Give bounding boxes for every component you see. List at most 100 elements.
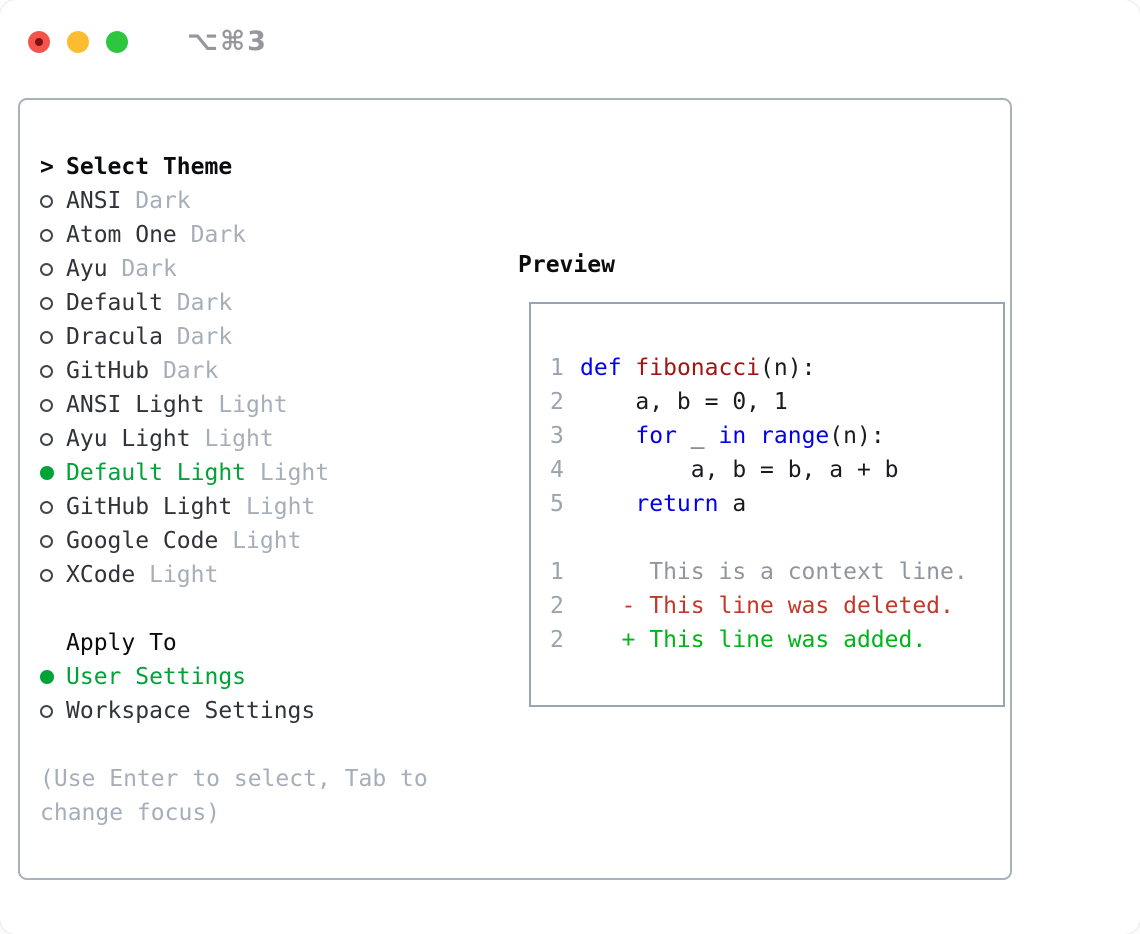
radio-slot bbox=[40, 262, 66, 276]
radio-slot bbox=[40, 398, 66, 412]
radio-selected-icon bbox=[40, 466, 54, 480]
radio-icon bbox=[40, 398, 53, 412]
radio-slot bbox=[40, 364, 66, 378]
theme-option-label: ANSI Dark bbox=[66, 188, 191, 214]
theme-name: Ayu Light bbox=[66, 426, 191, 452]
code-token: def bbox=[580, 355, 622, 381]
radio-slot bbox=[40, 466, 66, 480]
diff-line: 1 This is a context line. bbox=[550, 555, 968, 589]
code-token: for bbox=[635, 423, 677, 449]
theme-option[interactable]: Default Dark bbox=[40, 286, 484, 320]
radio-slot bbox=[40, 704, 66, 718]
line-number: 5 bbox=[550, 491, 564, 517]
theme-name: Default Light bbox=[66, 460, 247, 486]
radio-icon bbox=[40, 194, 53, 208]
theme-option-label: Atom One Dark bbox=[66, 222, 246, 248]
radio-slot bbox=[40, 330, 66, 344]
diff-line: 2 + This line was added. bbox=[550, 623, 968, 657]
line-number: 1 bbox=[550, 355, 564, 381]
theme-variant: Dark bbox=[176, 290, 233, 316]
code-token: in bbox=[718, 423, 747, 449]
theme-variant: Dark bbox=[121, 256, 177, 282]
titlebar: ⌥⌘3 bbox=[28, 26, 268, 57]
code-token: fibonacci bbox=[635, 355, 761, 381]
code-token bbox=[622, 355, 636, 381]
theme-option[interactable]: Ayu Dark bbox=[40, 252, 484, 286]
theme-variant: Light bbox=[232, 528, 302, 554]
code-token: _ bbox=[676, 423, 719, 449]
theme-option[interactable]: Default Light Light bbox=[40, 456, 484, 490]
diff-text: + This line was added. bbox=[580, 627, 927, 653]
code-token: (n): bbox=[760, 355, 816, 381]
theme-option-label: ANSI Light Light bbox=[66, 392, 288, 418]
help-text: (Use Enter to select, Tab to change focu… bbox=[40, 766, 428, 826]
radio-icon bbox=[40, 228, 53, 242]
theme-option[interactable]: XCode Light bbox=[40, 558, 484, 592]
theme-option[interactable]: Dracula Dark bbox=[40, 320, 484, 354]
preview-title: Preview bbox=[518, 252, 615, 278]
apply-to-option-label: User Settings bbox=[66, 664, 247, 690]
spacer bbox=[40, 592, 484, 626]
apply-to-title: Apply To bbox=[66, 630, 177, 656]
theme-option-label: XCode Light bbox=[66, 562, 218, 588]
radio-icon bbox=[40, 262, 53, 276]
apply-to-header: Apply To bbox=[40, 626, 484, 660]
theme-option[interactable]: GitHub Dark bbox=[40, 354, 484, 388]
theme-option-label: Google Code Light bbox=[66, 528, 301, 554]
blank-line bbox=[550, 521, 968, 555]
code-token: a, b = 0, 1 bbox=[580, 389, 788, 415]
theme-option-label: Ayu Light Light bbox=[66, 426, 274, 452]
theme-name: Google Code bbox=[66, 528, 219, 554]
theme-option[interactable]: ANSI Light Light bbox=[40, 388, 484, 422]
theme-variant: Light bbox=[149, 562, 219, 588]
diff-text: - This line was deleted. bbox=[580, 593, 954, 619]
header-pointer-slot: > bbox=[40, 154, 66, 180]
radio-slot bbox=[40, 296, 66, 310]
code-line: 2 a, b = 0, 1 bbox=[550, 385, 968, 419]
theme-variant: Light bbox=[246, 494, 316, 520]
zoom-button-icon[interactable] bbox=[106, 30, 128, 53]
apply-to-option[interactable]: Workspace Settings bbox=[40, 694, 484, 728]
theme-option-label: Default Light Light bbox=[66, 460, 329, 486]
radio-slot bbox=[40, 500, 66, 514]
radio-slot bbox=[40, 534, 66, 548]
code-token: (n): bbox=[829, 423, 885, 449]
code-token: range bbox=[760, 423, 830, 449]
radio-icon bbox=[40, 500, 53, 514]
minimize-button-icon[interactable] bbox=[67, 30, 89, 53]
radio-selected-icon bbox=[40, 670, 54, 684]
theme-name: Default bbox=[66, 290, 163, 316]
select-theme-title: Select Theme bbox=[66, 154, 233, 180]
code-line: 1 def fibonacci(n): bbox=[550, 351, 968, 385]
radio-icon bbox=[40, 296, 53, 310]
code-token bbox=[580, 491, 635, 517]
theme-option[interactable]: GitHub Light Light bbox=[40, 490, 484, 524]
apply-to-option[interactable]: User Settings bbox=[40, 660, 484, 694]
close-button-icon[interactable] bbox=[28, 30, 50, 53]
line-number: 2 bbox=[550, 593, 564, 619]
radio-slot bbox=[40, 194, 66, 208]
theme-option[interactable]: Atom One Dark bbox=[40, 218, 484, 252]
theme-option[interactable]: Ayu Light Light bbox=[40, 422, 484, 456]
radio-icon bbox=[40, 432, 53, 446]
apply-to-option-label: Workspace Settings bbox=[66, 698, 316, 724]
theme-option[interactable]: Google Code Light bbox=[40, 524, 484, 558]
theme-name: ANSI bbox=[66, 188, 122, 214]
theme-option-label: GitHub Dark bbox=[66, 358, 218, 384]
theme-option-label: Ayu Dark bbox=[66, 256, 177, 282]
code-token: a, b = b, a + b bbox=[580, 457, 899, 483]
theme-variant: Light bbox=[259, 460, 330, 486]
theme-name: Dracula bbox=[66, 324, 163, 350]
select-theme-header: > Select Theme bbox=[40, 150, 484, 184]
theme-name: ANSI Light bbox=[66, 392, 205, 418]
line-number: 2 bbox=[550, 627, 564, 653]
theme-variant: Dark bbox=[135, 188, 191, 214]
theme-option[interactable]: ANSI Dark bbox=[40, 184, 484, 218]
radio-icon bbox=[40, 704, 53, 718]
pointer-icon: > bbox=[40, 154, 54, 180]
code-token: return bbox=[635, 491, 719, 517]
